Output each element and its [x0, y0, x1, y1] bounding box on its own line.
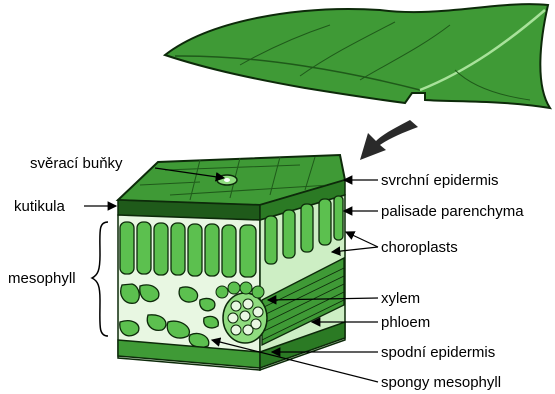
label-chloroplasts: choroplasts — [381, 239, 458, 256]
label-spongy: spongy mesophyll — [381, 374, 501, 391]
label-mesophyll: mesophyll — [8, 270, 76, 287]
label-lower-epidermis: spodní epidermis — [381, 344, 495, 361]
label-xylem: xylem — [381, 290, 420, 307]
label-cuticle: kutikula — [14, 198, 66, 215]
leaf-illustration — [165, 4, 550, 108]
label-phloem: phloem — [381, 314, 430, 331]
zoom-arrow — [360, 120, 418, 160]
label-palisade: palisade parenchyma — [381, 203, 524, 220]
mesophyll-brace — [92, 222, 108, 336]
leaf-block — [118, 155, 345, 370]
label-guard-cells: svěrací buňky — [30, 155, 123, 172]
label-upper-epidermis: svrchní epidermis — [381, 172, 499, 189]
